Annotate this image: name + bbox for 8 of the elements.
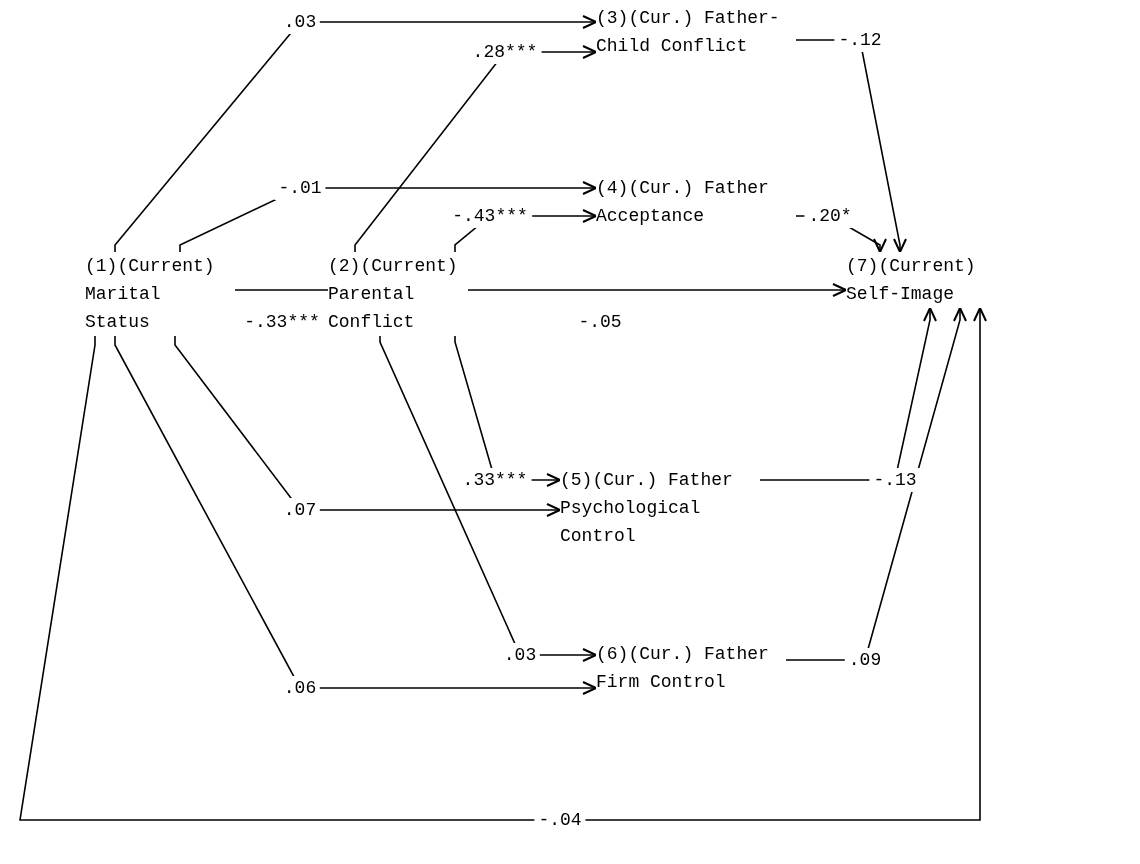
arrow	[114, 335, 597, 695]
arrow	[174, 335, 561, 517]
arrow	[19, 307, 987, 821]
arrow	[467, 283, 847, 297]
path-coefficient: -.13	[869, 468, 921, 492]
arrow	[379, 335, 597, 662]
arrow	[114, 15, 597, 253]
arrow	[179, 181, 597, 253]
